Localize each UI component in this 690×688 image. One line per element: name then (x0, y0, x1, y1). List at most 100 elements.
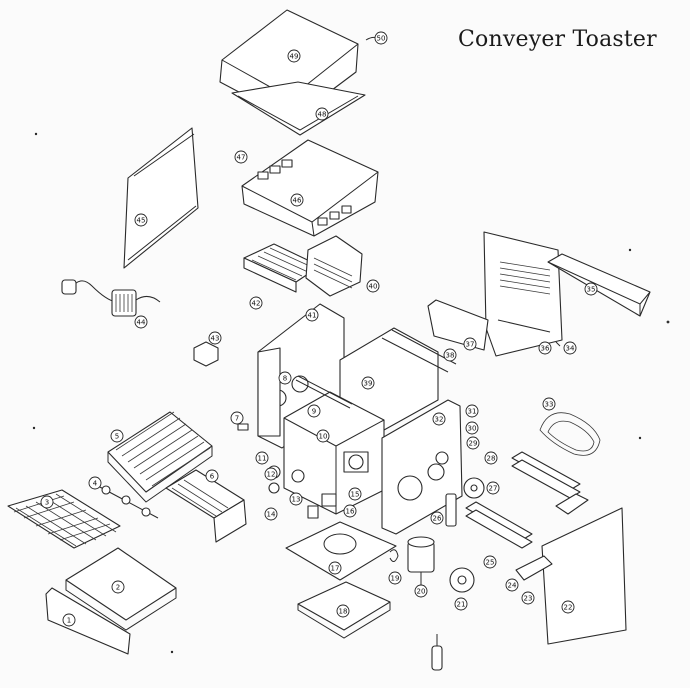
callout-number: 10 (319, 433, 328, 441)
callout-7: 7 (230, 411, 244, 425)
callout-number: 23 (524, 595, 533, 603)
lower-heater-assembly (165, 469, 247, 543)
power-cord (61, 279, 161, 317)
callout-18: 18 (336, 604, 350, 618)
callout-14: 14 (264, 507, 278, 521)
callout-31: 31 (465, 404, 479, 418)
callout-number: 22 (564, 604, 573, 612)
back-panel (483, 231, 563, 357)
callout-number: 5 (115, 433, 119, 441)
callout-number: 35 (587, 286, 596, 294)
callout-number: 21 (457, 601, 466, 609)
callout-number: 36 (541, 345, 550, 353)
callout-number: 18 (339, 608, 348, 616)
leveling-foot (431, 634, 443, 671)
callout-3: 3 (40, 495, 54, 509)
callout-number: 47 (237, 154, 246, 162)
callout-number: 38 (446, 352, 455, 360)
callout-12: 12 (264, 467, 278, 481)
callout-38: 38 (443, 348, 457, 362)
callout-37: 37 (463, 337, 477, 351)
callout-36: 36 (538, 341, 552, 355)
callout-number: 20 (417, 588, 426, 596)
callout-number: 16 (346, 508, 355, 516)
callout-13: 13 (289, 492, 303, 506)
right-side-panel (541, 507, 627, 645)
callout-number: 9 (312, 408, 316, 416)
lower-heater-right (511, 451, 581, 499)
callout-28: 28 (484, 451, 498, 465)
drive-chain (539, 412, 601, 456)
callout-35: 35 (584, 282, 598, 296)
crumb-plate (285, 521, 397, 581)
upper-heater-assembly (243, 243, 321, 293)
callout-42: 42 (249, 296, 263, 310)
callout-2: 2 (111, 580, 125, 594)
panel-screw (555, 341, 561, 347)
callout-number: 28 (487, 455, 496, 463)
callout-34: 34 (563, 341, 577, 355)
callout-27: 27 (486, 481, 500, 495)
callout-number: 50 (377, 35, 386, 43)
callout-number: 37 (466, 341, 475, 349)
heater-element (465, 501, 533, 549)
callout-39: 39 (361, 376, 375, 390)
callout-number: 48 (318, 111, 327, 119)
callout-number: 46 (293, 197, 302, 205)
callout-48: 48 (315, 107, 329, 121)
callout-number: 33 (545, 401, 554, 409)
callout-49: 49 (287, 49, 301, 63)
sprocket-shaft (445, 493, 457, 527)
callout-44: 44 (134, 315, 148, 329)
drive-motor (407, 536, 435, 586)
callout-43: 43 (208, 331, 222, 345)
callout-20: 20 (414, 584, 428, 598)
callout-number: 14 (267, 511, 276, 519)
callout-number: 40 (369, 283, 378, 291)
callout-number: 49 (290, 53, 299, 61)
conveyor-shaft (97, 485, 159, 519)
callout-number: 15 (351, 491, 360, 499)
callout-1: 1 (62, 613, 76, 627)
callout-41: 41 (305, 308, 319, 322)
callout-number: 12 (267, 471, 276, 479)
right-drip-tray (547, 253, 651, 317)
callout-4: 4 (88, 476, 102, 490)
callout-number: 41 (308, 312, 317, 320)
front-bezel (45, 587, 131, 655)
callout-16: 16 (343, 504, 357, 518)
callout-26: 26 (430, 511, 444, 525)
callout-17: 17 (328, 561, 342, 575)
callout-47: 47 (234, 150, 248, 164)
callout-45: 45 (134, 213, 148, 227)
callout-11: 11 (255, 451, 269, 465)
callout-number: 44 (137, 319, 146, 327)
callout-15: 15 (348, 487, 362, 501)
wire-rack (7, 489, 121, 549)
diagram-title: Conveyer Toaster (458, 27, 657, 52)
heater-bracket (305, 235, 363, 297)
spring-clip (389, 549, 399, 562)
callout-23: 23 (521, 591, 535, 605)
callout-number: 6 (210, 473, 215, 481)
callout-5: 5 (110, 429, 124, 443)
insulation-panel (231, 81, 366, 136)
callout-6: 6 (205, 469, 219, 483)
switch-and-knob-parts (267, 465, 337, 519)
scan-specks (32, 132, 670, 654)
callout-number: 1 (67, 617, 71, 625)
callout-9: 9 (307, 404, 321, 418)
callout-number: 30 (468, 425, 477, 433)
callout-32: 32 (432, 412, 446, 426)
control-board-tray (241, 139, 379, 237)
callout-number: 24 (508, 582, 517, 590)
callout-number: 43 (211, 335, 220, 343)
callout-10: 10 (316, 429, 330, 443)
callout-number: 34 (566, 345, 575, 353)
callout-number: 8 (283, 375, 287, 383)
rear-plate (427, 299, 489, 351)
left-side-panel (123, 127, 199, 269)
sprocket-gears (435, 451, 485, 593)
callout-number: 17 (331, 565, 340, 573)
